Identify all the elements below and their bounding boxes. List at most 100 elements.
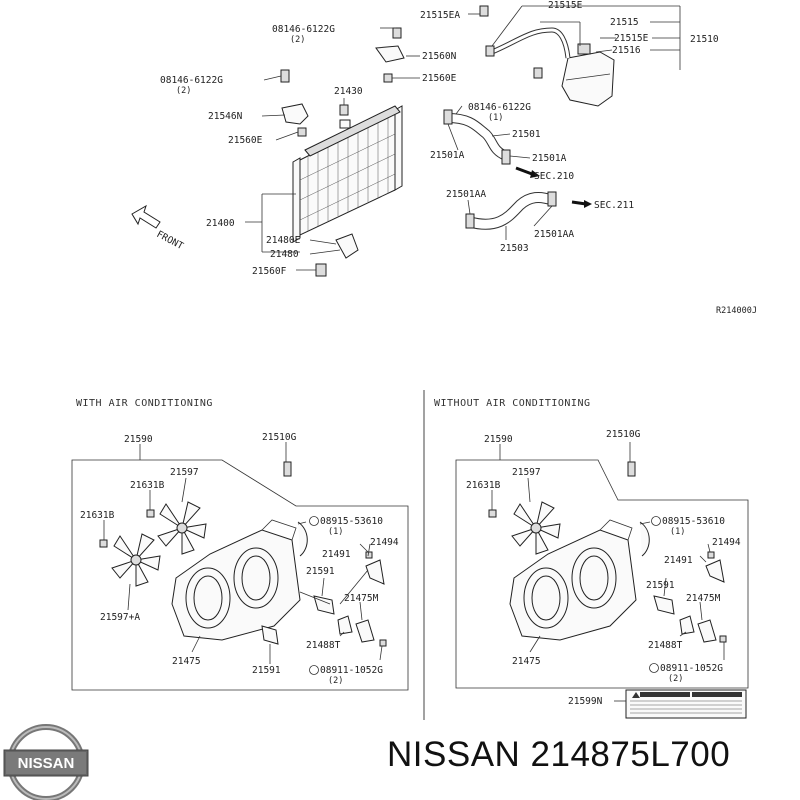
arrow-sec211-icon [571,200,587,206]
left-nut-21631B-a [146,509,155,518]
label-21480E: 21480E [266,235,301,246]
right-label-nut: 08915-53610 [662,516,725,527]
arrow-sec210-icon [515,166,533,176]
left-shroud-21475 [171,519,301,641]
left-motor-21591-b [261,625,279,645]
bolt-top [392,27,402,39]
right-frame [455,459,749,689]
radiator-core [292,105,403,243]
label-bolt-c-qty: (1) [488,113,503,123]
drain-21480 [335,233,359,259]
label-21515E-top: 21515E [548,0,583,11]
bolt-21510 [533,67,543,79]
left-label-nut: 08915-53610 [320,516,383,527]
right-resistor-21494 [705,559,725,583]
right-label-21510G: 21510G [606,429,641,440]
right-n-bolt-icon [649,663,659,673]
left-fan-21597A [111,533,161,587]
right-washer-icon [651,516,661,526]
right-part-21488T [679,615,695,635]
right-clip [639,521,650,557]
product-title: NISSAN 214875L700 [387,735,731,774]
bracket-21546N [281,103,309,125]
logo-text: NISSAN [18,755,75,772]
label-21430: 21430 [334,86,363,97]
right-label-21591: 21591 [646,580,675,591]
reservoir-tank-21510 [561,43,615,107]
left-frame [71,459,409,691]
bracket-21560N [375,45,405,63]
label-21546N: 21546N [208,111,243,122]
right-shroud-21475 [509,519,637,641]
right-label-21488T: 21488T [648,640,683,651]
label-21501A-b: 21501A [532,153,567,164]
left-label-21488T: 21488T [306,640,341,651]
front-label: FRONT [155,229,186,252]
label-21501AA-b: 21501AA [534,229,574,240]
clamp-21515E [485,45,495,57]
mount-21560E-left [297,127,307,137]
clip-21515EA [479,5,489,17]
label-21400: 21400 [206,218,235,229]
right-label-21475M: 21475M [686,593,721,604]
left-label-21491: 21491 [322,549,351,560]
left-label-21475: 21475 [172,656,201,667]
right-label-21597: 21597 [512,467,541,478]
left-label-21631B-b: 21631B [80,510,115,521]
label-21560F: 21560F [252,266,287,277]
left-nut-08915 [365,551,373,559]
label-21515EA: 21515EA [420,10,460,21]
label-21510: 21510 [690,34,719,45]
right-label-21494: 21494 [712,537,741,548]
bolt-left [280,69,290,83]
left-n-bolt-icon [309,665,319,675]
left-nut-21631B-b [99,539,108,548]
label-bolt-b: 08146-6122G [160,75,223,86]
nissan-logo: NISSAN [3,724,89,800]
label-21560E-a: 21560E [422,73,457,84]
label-21515E: 21515E [614,33,649,44]
right-label-21599N: 21599N [568,696,603,707]
label-21480: 21480 [270,249,299,260]
right-motor-21591 [653,595,675,615]
right-bracket-21475M [697,619,717,643]
left-part-21488T [337,615,353,635]
left-label-21597: 21597 [170,467,199,478]
label-21516: 21516 [612,45,641,56]
label-21501AA-a: 21501AA [446,189,486,200]
left-panel-header: WITH AIR CONDITIONING [76,398,213,409]
label-21515: 21515 [610,17,639,28]
clamp-21501AA-a [465,213,475,229]
label-21560N: 21560N [422,51,457,62]
right-label-nut-qty: (1) [670,527,685,537]
right-nut-08915 [707,551,715,559]
right-label-21475: 21475 [512,656,541,667]
clamp-21501A-a [443,109,453,125]
left-label-21475M: 21475M [344,593,379,604]
left-fan-21597 [157,501,207,555]
left-label-bolt-qty: (2) [328,676,343,686]
left-label-bolt: 08911-1052G [320,665,383,676]
right-bolt-21510G [627,461,636,477]
left-washer-icon [309,516,319,526]
label-21501A-a: 21501A [430,150,465,161]
label-bolt-a-qty: (2) [290,35,305,45]
left-resistor-21494 [365,559,385,585]
left-bracket-21475M [355,619,375,643]
label-bolt-a: 08146-6122G [272,24,335,35]
right-label-21491: 21491 [664,555,693,566]
left-label-21631B-a: 21631B [130,480,165,491]
right-panel-header: WITHOUT AIR CONDITIONING [434,398,591,409]
left-bolt-21510G [283,461,292,477]
fan-shroud-with-ac: WITH AIR CONDITIONING [71,398,409,691]
right-fan-21597 [511,501,561,555]
right-label-bolt: 08911-1052G [660,663,723,674]
caution-label-21599N [625,689,747,719]
label-bolt-c: 08146-6122G [468,102,531,113]
right-label-bolt-qty: (2) [668,674,683,684]
label-sec210: SEC.210 [534,171,574,182]
left-label-21597A: 21597+A [100,612,140,623]
mount-21560F [315,263,327,277]
label-21501: 21501 [512,129,541,140]
